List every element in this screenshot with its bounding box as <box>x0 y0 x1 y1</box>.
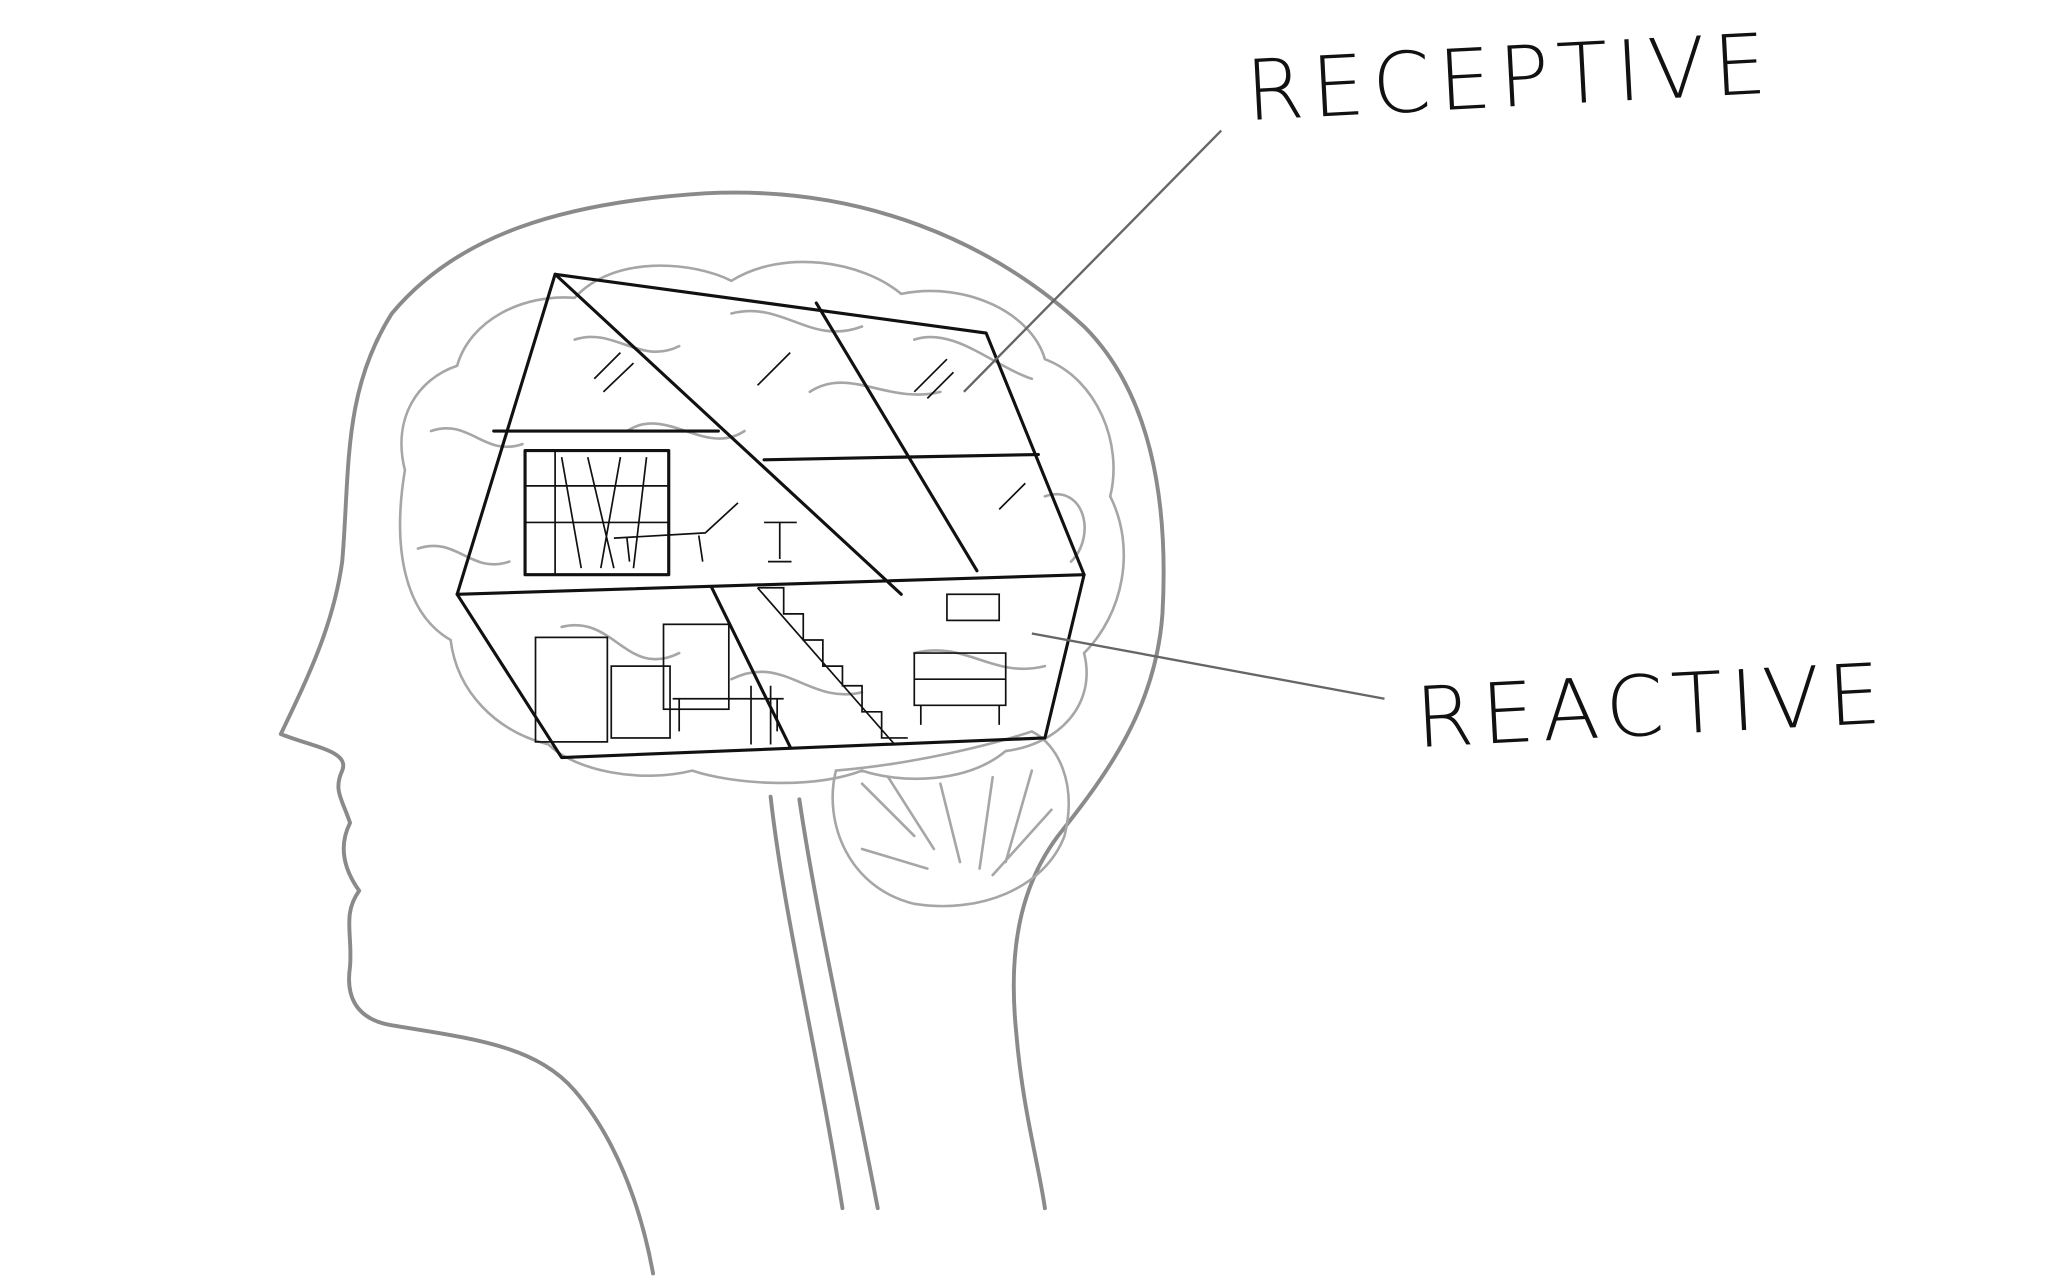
picture-frame <box>946 593 1001 622</box>
receptive-leader-line <box>963 129 1223 393</box>
receptive-label: RECEPTIVE <box>1243 15 1776 141</box>
sink-cabinet <box>610 665 671 739</box>
dining-table <box>672 685 784 745</box>
wardrobe <box>662 623 730 711</box>
head-outline <box>278 190 1166 1276</box>
window-glare <box>593 352 1026 510</box>
brain <box>398 260 1126 908</box>
staircase <box>756 586 908 746</box>
lounge-chair <box>613 502 739 562</box>
fridge <box>534 636 609 743</box>
bookshelf <box>523 449 671 577</box>
reactive-label: REACTIVE <box>1413 644 1891 767</box>
armchair <box>913 652 1007 725</box>
reactive-leader-line <box>1031 632 1385 700</box>
side-table <box>764 521 797 563</box>
house <box>455 272 1086 760</box>
